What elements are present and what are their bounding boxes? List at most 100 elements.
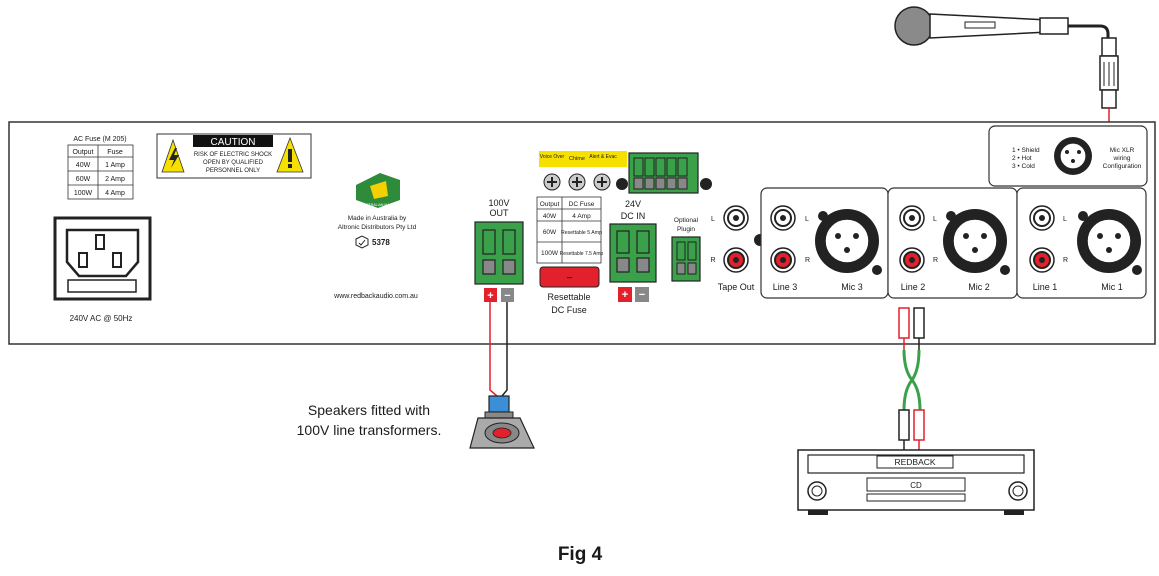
- cd-player: REDBACK CD: [797, 449, 1035, 515]
- mic-label: Mic 1: [1101, 282, 1123, 292]
- made-in-line: Made in Australia by: [348, 215, 407, 222]
- caution-line: OPEN BY QUALIFIED: [203, 160, 264, 166]
- channel-l-label: L: [933, 216, 937, 223]
- ac-fuse-header-output: Output: [72, 149, 93, 156]
- microphone: [894, 6, 1110, 46]
- line-label: Line 3: [773, 282, 798, 292]
- australian-made-logo: AUSTRALIAN MADE: [356, 173, 400, 208]
- dc-fuse-cell: 40W: [543, 213, 557, 220]
- speaker-wires: [489, 302, 508, 397]
- cd-tray-label: CD: [910, 481, 922, 490]
- resettable-fuse-button: [539, 266, 600, 288]
- plus-badge: [484, 288, 497, 302]
- dc-fuse-cell: 100W: [541, 250, 559, 257]
- logo-text: AUSTRALIAN MADE: [361, 203, 395, 207]
- optional-plugin-label: Optional: [674, 217, 699, 224]
- tape-out-r-label: R: [710, 257, 715, 264]
- made-in-line: Altronic Distributors Pty Ltd: [338, 224, 417, 231]
- channel-1: L R Line 1 Mic 1: [1016, 187, 1147, 299]
- caution-line: PERSONNEL ONLY: [206, 168, 260, 174]
- channel-l-label: L: [805, 216, 809, 223]
- mic-label: Mic 3: [841, 282, 863, 292]
- terminal-label-alert: Alert & Evac: [589, 154, 617, 160]
- rcm-number: 5378: [372, 238, 390, 247]
- dc-fuse-table: Output DC Fuse 40W 4 Amp 60W Resettable …: [536, 196, 604, 264]
- dc-fuse-cell: 60W: [543, 229, 557, 236]
- iec-power-inlet: [53, 216, 152, 301]
- terminal-label-voice: Voice Over: [540, 154, 565, 160]
- ac-fuse-cell: 40W: [76, 162, 91, 169]
- plus-badge: [618, 287, 632, 302]
- caution-title: CAUTION: [211, 137, 256, 148]
- speaker: [469, 395, 535, 449]
- speaker-out-terminal: [474, 221, 524, 285]
- channel-r-label: R: [933, 257, 938, 264]
- channel-r-label: R: [805, 257, 810, 264]
- plus-sign: +: [622, 289, 628, 301]
- speaker-caption: 100V line transformers.: [297, 422, 442, 438]
- optional-plugin-label: Plugin: [677, 226, 695, 233]
- line-label: Line 1: [1033, 282, 1058, 292]
- minus-badge: [501, 288, 514, 302]
- caution-label: CAUTION RISK OF ELECTRIC SHOCK OPEN BY Q…: [156, 133, 312, 179]
- terminal-label-strip: [539, 151, 627, 167]
- figure-caption: Fig 4: [558, 544, 603, 565]
- xlr-pin: 3 • Cold: [1012, 163, 1035, 170]
- ac-fuse-cell: 60W: [76, 176, 91, 183]
- minus-badge: [635, 287, 649, 302]
- ac-inlet-label: 240V AC @ 50Hz: [70, 314, 133, 323]
- tape-out-l-label: L: [711, 216, 715, 223]
- lightning-icon: [169, 148, 179, 168]
- control-terminal-block: [628, 152, 712, 194]
- optional-plugin-socket: [671, 236, 701, 282]
- cd-brand: REDBACK: [894, 457, 935, 467]
- line-label: Line 2: [901, 282, 926, 292]
- dc-fuse-cell: 4 Amp: [572, 213, 591, 220]
- tape-out-rca-right: [723, 247, 749, 273]
- plus-sign: +: [487, 290, 493, 302]
- out-100v-label: 100V: [488, 198, 509, 208]
- ac-fuse-table: AC Fuse (M 205) Output Fuse 40W 1 Amp 60…: [67, 136, 134, 200]
- mic-label: Mic 2: [968, 282, 990, 292]
- tape-out-rca-left: [723, 205, 749, 231]
- terminal-label-chime: Chime: [569, 156, 585, 162]
- xlr-plug: [1099, 37, 1119, 109]
- xlr-pin: 2 • Hot: [1012, 155, 1032, 162]
- xlr-wiring-box: 1 • Shield 2 • Hot 3 • Cold Mic XLR wiri…: [988, 125, 1148, 187]
- xlr-caption: wiring: [1113, 155, 1131, 162]
- channel-3: L R Line 3 Mic 3: [760, 187, 889, 299]
- ac-fuse-title: AC Fuse (M 205): [73, 136, 126, 143]
- channel-2: L R Line 2 Mic 2: [887, 187, 1018, 299]
- dc-fuse-cell: Resettable 7.5 Amp: [560, 251, 604, 257]
- dc-fuse-header-fuse: DC Fuse: [569, 201, 595, 208]
- ac-fuse-cell: 4 Amp: [105, 190, 125, 197]
- resettable-fuse-label: Resettable: [547, 292, 590, 302]
- screw-terminals: [543, 173, 628, 191]
- speaker-caption: Speakers fitted with: [308, 402, 430, 418]
- ac-fuse-cell: 2 Amp: [105, 176, 125, 183]
- dc-in-label: 24V: [625, 199, 641, 209]
- dc-in-terminal: [609, 223, 657, 283]
- dc-fuse-header-output: Output: [540, 201, 560, 208]
- minus-sign: −: [504, 290, 510, 302]
- fuse-symbol: −: [567, 273, 573, 284]
- xlr-caption: Mic XLR: [1110, 147, 1135, 154]
- tape-out-label: Tape Out: [718, 282, 755, 292]
- ac-fuse-header-fuse: Fuse: [107, 149, 123, 156]
- out-100v-label: OUT: [490, 208, 510, 218]
- rca-cable: [898, 307, 925, 450]
- caution-line: RISK OF ELECTRIC SHOCK: [194, 152, 272, 158]
- channel-l-label: L: [1063, 216, 1067, 223]
- ac-fuse-cell: 1 Amp: [105, 162, 125, 169]
- dc-fuse-cell: Resettable 5 Amp: [561, 230, 602, 236]
- resettable-fuse-label: DC Fuse: [551, 305, 587, 315]
- channel-r-label: R: [1063, 257, 1068, 264]
- minus-sign: −: [639, 289, 645, 301]
- dc-in-label: DC IN: [621, 211, 646, 221]
- xlr-pin: 1 • Shield: [1012, 147, 1040, 154]
- rcm-mark: 5378: [355, 235, 390, 249]
- website: www.redbackaudio.com.au: [333, 293, 418, 300]
- ac-fuse-cell: 100W: [74, 190, 93, 197]
